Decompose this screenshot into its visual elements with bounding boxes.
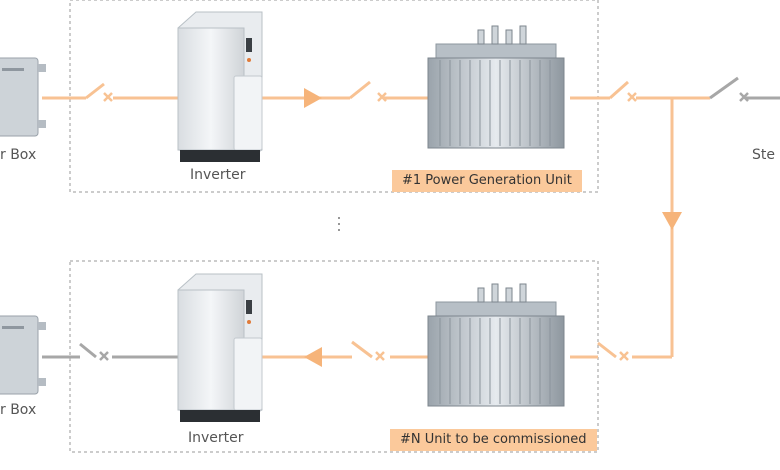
inverter-cabinet-icon <box>177 11 263 162</box>
bottom-row-idle-wires <box>42 342 180 359</box>
switch-icon <box>739 92 749 102</box>
combiner-box-icon <box>0 57 46 137</box>
flow-arrow-icon <box>304 347 322 367</box>
transformer-icon <box>427 283 565 407</box>
top-row-idle-wires <box>709 76 780 100</box>
unit-1-frame <box>69 0 599 193</box>
unit-n-frame <box>69 260 599 453</box>
switch-icon <box>99 351 109 361</box>
combiner-box-bottom-label: r Box <box>0 402 37 418</box>
top-row-wires <box>42 80 710 357</box>
switch-icon <box>103 92 637 102</box>
inverter-top-label: Inverter <box>190 167 246 183</box>
flow-arrow-icon <box>662 212 682 230</box>
more-units-ellipsis-icon: ··· <box>336 207 342 239</box>
combiner-box-top-label: r Box <box>0 147 37 163</box>
unit-n-tag: #N Unit to be commissioned <box>390 429 597 451</box>
switch-icon <box>375 351 629 361</box>
unit-1-tag: #1 Power Generation Unit <box>392 170 582 192</box>
transformer-icon <box>427 25 565 149</box>
step-up-label: Ste <box>752 147 775 163</box>
inverter-cabinet-icon <box>177 273 263 422</box>
combiner-box-icon <box>0 315 46 395</box>
flow-arrow-icon <box>304 88 322 108</box>
inverter-bottom-label: Inverter <box>188 430 244 446</box>
